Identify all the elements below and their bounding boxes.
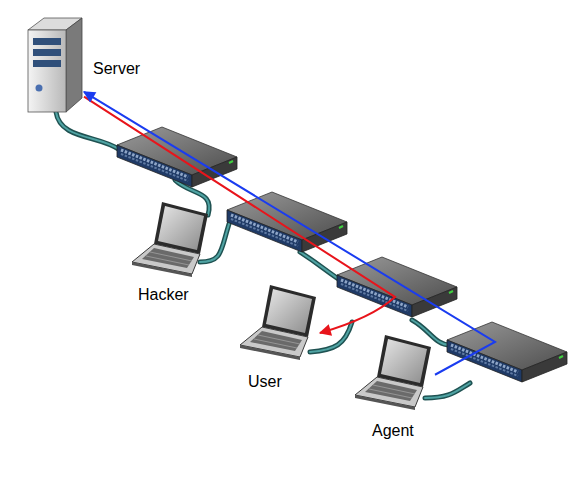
laptop-icon (355, 335, 435, 410)
device-label: Agent (372, 422, 414, 440)
network-switch (447, 322, 567, 382)
laptop-icon (132, 202, 212, 277)
traffic-arrow (84, 92, 495, 375)
network-switch (337, 257, 457, 317)
laptop-node: User (240, 285, 320, 360)
network-switch (227, 192, 347, 252)
device-label: Server (93, 60, 140, 78)
laptop-node: Hacker (132, 202, 212, 277)
laptop-icon (240, 285, 320, 360)
laptop-node: Agent (355, 335, 435, 410)
traffic-arrow (84, 97, 395, 333)
device-label: User (248, 373, 282, 391)
device-label: Hacker (138, 286, 189, 304)
server-node: Server (28, 16, 84, 112)
network-switch (117, 127, 237, 187)
server-icon (28, 16, 84, 112)
